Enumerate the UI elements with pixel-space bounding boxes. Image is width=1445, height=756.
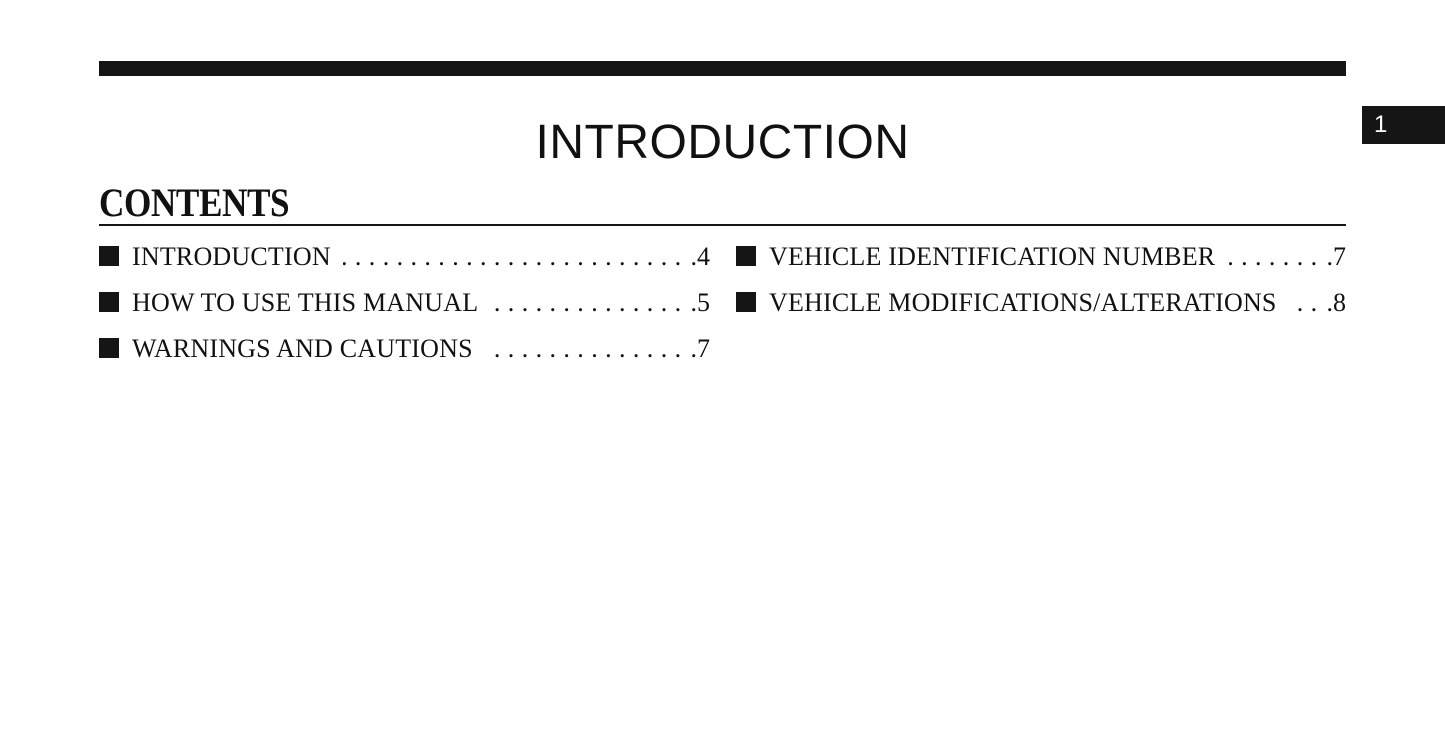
toc-item-label: VEHICLE MODIFICATIONS/ALTERATIONS [769, 288, 1277, 317]
toc-item-how-to-use-this-manual[interactable]: HOW TO USE THIS MANUAL .................… [99, 280, 710, 326]
toc-item-page: .7 [690, 334, 711, 363]
toc-item-page: .5 [690, 288, 711, 317]
contents-rule [99, 224, 1346, 226]
dot-leader: ........................................… [484, 334, 689, 363]
toc-item-introduction[interactable]: INTRODUCTION ...........................… [99, 234, 710, 280]
square-bullet-icon [99, 338, 119, 358]
toc-item-page: .4 [690, 242, 711, 271]
dot-leader: ........................................… [1227, 242, 1325, 271]
toc-left-column: INTRODUCTION ...........................… [99, 234, 710, 372]
contents-heading: CONTENTS [99, 180, 290, 225]
page-title: INTRODUCTION [535, 116, 910, 170]
toc-item-vehicle-modifications-alterations[interactable]: VEHICLE MODIFICATIONS/ALTERATIONS ......… [736, 280, 1346, 326]
toc-item-page: .7 [1326, 242, 1347, 271]
chapter-tab: 1 [1362, 106, 1445, 144]
toc-item-label: HOW TO USE THIS MANUAL [132, 288, 479, 317]
square-bullet-icon [99, 246, 119, 266]
header-rule [99, 61, 1346, 76]
square-bullet-icon [99, 292, 119, 312]
toc-right-column: VEHICLE IDENTIFICATION NUMBER ..........… [736, 234, 1346, 326]
toc-item-warnings-and-cautions[interactable]: WARNINGS AND CAUTIONS ..................… [99, 326, 710, 372]
toc-item-label: WARNINGS AND CAUTIONS [132, 334, 473, 363]
toc-item-page: .8 [1326, 288, 1347, 317]
dot-leader: ........................................… [490, 288, 689, 317]
square-bullet-icon [736, 246, 756, 266]
toc-item-vehicle-identification-number[interactable]: VEHICLE IDENTIFICATION NUMBER ..........… [736, 234, 1346, 280]
dot-leader: ........................................… [1289, 288, 1325, 317]
square-bullet-icon [736, 292, 756, 312]
toc-item-label: VEHICLE IDENTIFICATION NUMBER [769, 242, 1216, 271]
dot-leader: ........................................… [343, 242, 689, 271]
toc-item-label: INTRODUCTION [132, 242, 331, 271]
